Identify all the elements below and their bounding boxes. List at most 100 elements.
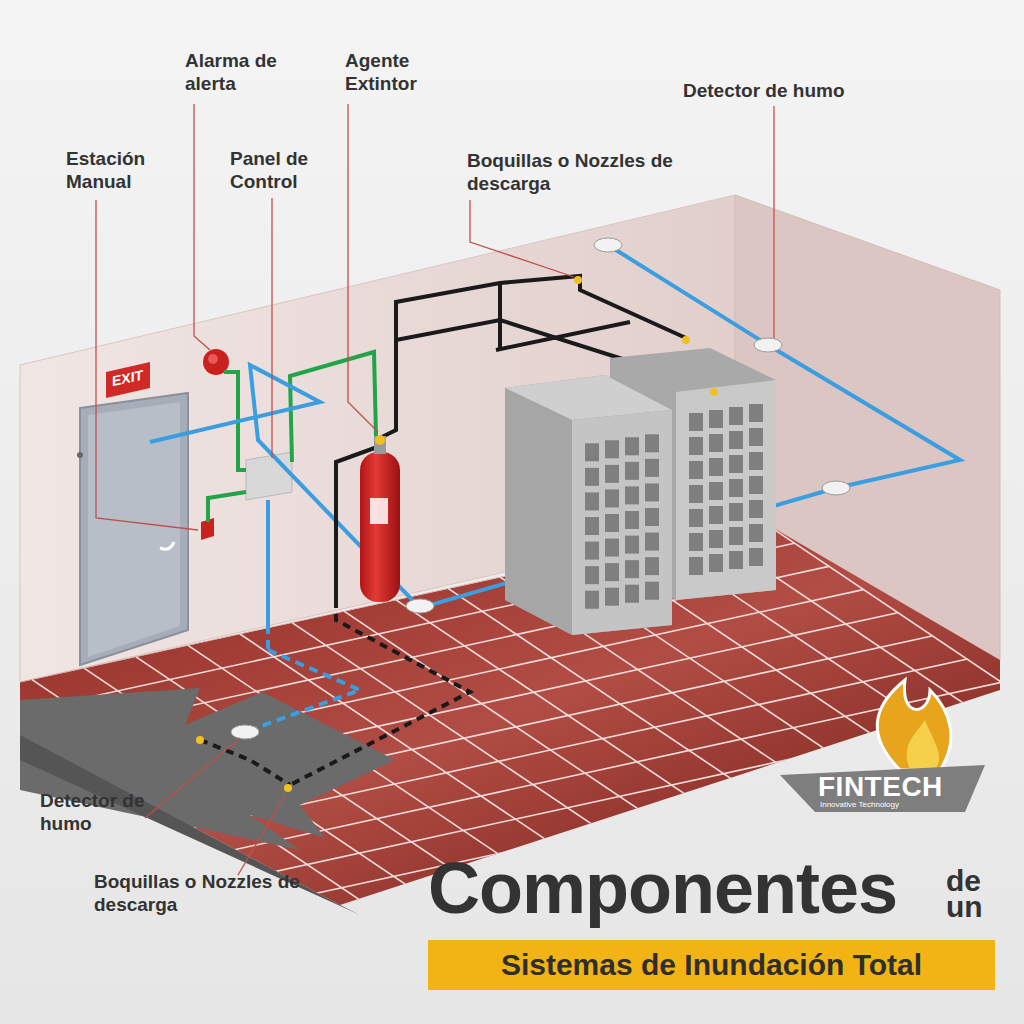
cabinet-vent [729,407,743,425]
callout-label: Detector de humo [683,80,903,103]
tile-line [0,149,210,411]
cabinet-vent [689,485,703,503]
callout-label: Estación Manual [66,148,176,194]
callout-label: Panel de Control [230,148,330,194]
cabinet-vent [689,533,703,551]
tile-line [0,798,1024,1024]
logo-tagline: Innovative Technology [820,800,899,810]
cabinet-vent [625,437,639,455]
cabinet-vent [729,479,743,497]
tile-line [0,102,141,364]
tile-line [0,126,175,388]
cabinet-vent [729,455,743,473]
cabinet-vent [585,591,599,609]
tile-line [1020,463,1024,1024]
cabinet-vent [729,527,743,545]
cabinet-vent [625,462,639,480]
cabinet-vent [729,551,743,569]
tile-line [0,839,204,1024]
cabinet-vent [605,465,619,483]
tile-line [0,56,72,318]
tile-line [282,1007,1024,1024]
cabinet-vent [709,554,723,572]
cabinet-vent [645,459,659,477]
tile-line [240,634,1024,1024]
title-suffix: un [946,892,983,922]
tile-line [0,613,898,875]
tile-line [0,334,485,596]
tile-line [145,914,1024,1024]
cabinet-vent [689,509,703,527]
cabinet-vent [749,500,763,518]
tile-line [7,822,1024,1024]
cabinet-vent [749,476,763,494]
cabinet-vent [585,443,599,461]
cabinet-vent [585,492,599,510]
tile-line [179,938,1024,1024]
cabinet-vent [585,542,599,560]
cabinet-vent [605,489,619,507]
cabinet-vent [709,458,723,476]
tile-line [292,623,1024,1024]
cabinet-vent [605,539,619,557]
callout-label: Boquillas o Nozzles de descarga [94,871,326,917]
cabinet-vent [605,514,619,532]
tile-line [0,265,382,527]
exit-sign [106,362,150,398]
cabinet-vent [625,511,639,529]
tile-line [0,172,244,434]
cabinet-vent [605,563,619,581]
cabinet-vent [625,560,639,578]
cabinet-vent [689,437,703,455]
tile-line [0,288,416,550]
cabinet-vent [749,452,763,470]
cabinet-vent [645,508,659,526]
cabinet-vent [605,588,619,606]
caption-band: Sistemas de Inundación Total [428,940,995,990]
cabinet-vent [709,482,723,500]
cabinet-vent [749,428,763,446]
cabinet-vent [645,483,659,501]
cabinet-vent [709,410,723,428]
callout-label: Detector de humo [40,790,152,836]
cabinet-vent [749,404,763,422]
title: Componentes [428,852,897,924]
tile-line [0,79,106,341]
caption-text: Sistemas de Inundación Total [501,948,922,981]
cabinet-vent [625,536,639,554]
tile-line [0,682,1001,944]
tile-line [248,984,1024,1024]
cabinet-vent [645,434,659,452]
cabinet-vent [645,533,659,551]
cabinet-vent [689,557,703,575]
tile-line [344,611,1024,1024]
cabinet-vent [625,585,639,603]
callout-label: Alarma de alerta [185,50,289,96]
tile-line [396,600,1024,1024]
cabinet-vent [645,582,659,600]
cabinet-vent [709,434,723,452]
tile-line [0,828,256,1024]
logo-text: FINTECH [818,770,943,804]
cabinet-vent [709,530,723,548]
cabinet-vent [749,524,763,542]
cabinet-vent [585,566,599,584]
tile-line [188,645,1024,1024]
cabinet-vent [689,461,703,479]
cabinet-vent [729,503,743,521]
cabinet-vent [729,431,743,449]
cabinet-vent [585,517,599,535]
callout-label: Agente Extintor [345,50,449,96]
cabinet-vent [709,506,723,524]
cabinet-vent [689,413,703,431]
tile-line [0,358,519,620]
callout-label: Boquillas o Nozzles de descarga [467,150,682,196]
cabinet-vent [645,557,659,575]
tile-line [0,816,308,1024]
cabinet-vent [585,468,599,486]
cabinet-vent [749,548,763,566]
cabinet-vent [625,486,639,504]
tile-line [0,805,360,1024]
tile-line [42,845,1024,1024]
cabinet-vent [605,440,619,458]
